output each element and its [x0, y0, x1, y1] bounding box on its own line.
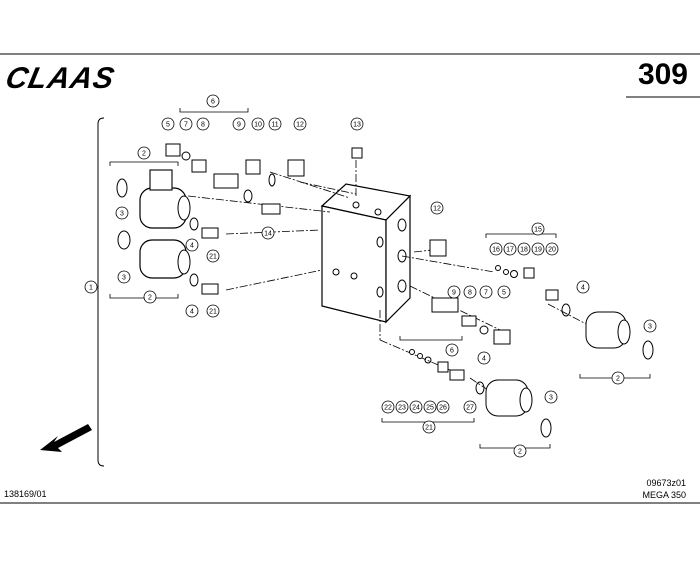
drawing-reference: 138169/01 [4, 489, 47, 499]
callout-4: 4 [482, 356, 486, 363]
screw-13 [351, 147, 363, 159]
callout-7: 7 [484, 290, 488, 297]
valve-spool-9 [213, 173, 239, 189]
callout-9: 9 [237, 122, 241, 129]
callout-22: 22 [384, 405, 392, 412]
callout-27: 27 [466, 405, 474, 412]
callout-7: 7 [184, 122, 188, 129]
callout-8: 8 [468, 290, 472, 297]
callout-14: 14 [264, 231, 272, 238]
spring-8 [191, 159, 207, 173]
callouts: 6 5 7 8 9 10 11 12 13 2 3 3 4 21 14 1 2 … [84, 94, 657, 458]
callout-5: 5 [502, 290, 506, 297]
direction-arrow-icon [40, 424, 92, 452]
callout-20: 20 [548, 247, 556, 254]
valve-cartridge-21-lower [201, 283, 219, 295]
callout-12: 12 [433, 206, 441, 213]
callout-24: 24 [412, 405, 420, 412]
callout-3: 3 [648, 324, 652, 331]
valve-block [320, 183, 412, 324]
callout-8: 8 [201, 122, 205, 129]
plug-10 [245, 159, 261, 175]
callout-2: 2 [518, 449, 522, 456]
callout-15: 15 [534, 227, 542, 234]
callout-1: 1 [89, 285, 93, 292]
callout-6: 6 [211, 99, 215, 106]
plug-12-right [429, 239, 447, 257]
callout-17: 17 [506, 247, 514, 254]
assembly-lines [187, 160, 591, 399]
callout-3: 3 [122, 275, 126, 282]
callout-4: 4 [581, 285, 585, 292]
callout-4: 4 [190, 243, 194, 250]
callout-16: 16 [492, 247, 500, 254]
callout-21: 21 [209, 254, 217, 261]
valve-spool-9-right [431, 297, 459, 313]
callout-5: 5 [166, 122, 170, 129]
callout-13: 13 [353, 122, 361, 129]
bracket-1 [97, 117, 105, 467]
plug-12-top [287, 159, 305, 177]
callout-26: 26 [439, 405, 447, 412]
callout-21: 21 [209, 309, 217, 316]
callout-18: 18 [520, 247, 528, 254]
plug-5 [165, 143, 181, 157]
callout-19: 19 [534, 247, 542, 254]
valve-14 [261, 203, 281, 215]
callout-11: 11 [271, 122, 278, 129]
callout-6: 6 [450, 348, 454, 355]
solenoid-coil-lower [117, 230, 191, 279]
callout-23: 23 [398, 405, 406, 412]
callout-4: 4 [190, 309, 194, 316]
machine-model: MEGA 350 [642, 490, 686, 500]
spring-8-right [461, 315, 477, 327]
callout-2: 2 [616, 376, 620, 383]
callout-9: 9 [452, 290, 456, 297]
callout-12: 12 [296, 122, 304, 129]
page-number: 309 [637, 58, 688, 91]
callout-2: 2 [142, 151, 146, 158]
solenoid-coil-upper [116, 169, 191, 229]
callout-10: 10 [254, 122, 262, 129]
callout-3: 3 [120, 211, 124, 218]
callout-25: 25 [426, 405, 434, 412]
drawing-code: 09673z01 [646, 478, 686, 488]
oring-11 [268, 173, 276, 187]
plug-5-right [493, 329, 511, 345]
callout-2: 2 [148, 295, 152, 302]
brand-logo: CLAAS [2, 62, 118, 95]
callout-3: 3 [549, 395, 553, 402]
oring-7 [181, 151, 191, 161]
valve-cartridge-21-upper [201, 227, 219, 239]
callout-21: 21 [425, 425, 433, 432]
